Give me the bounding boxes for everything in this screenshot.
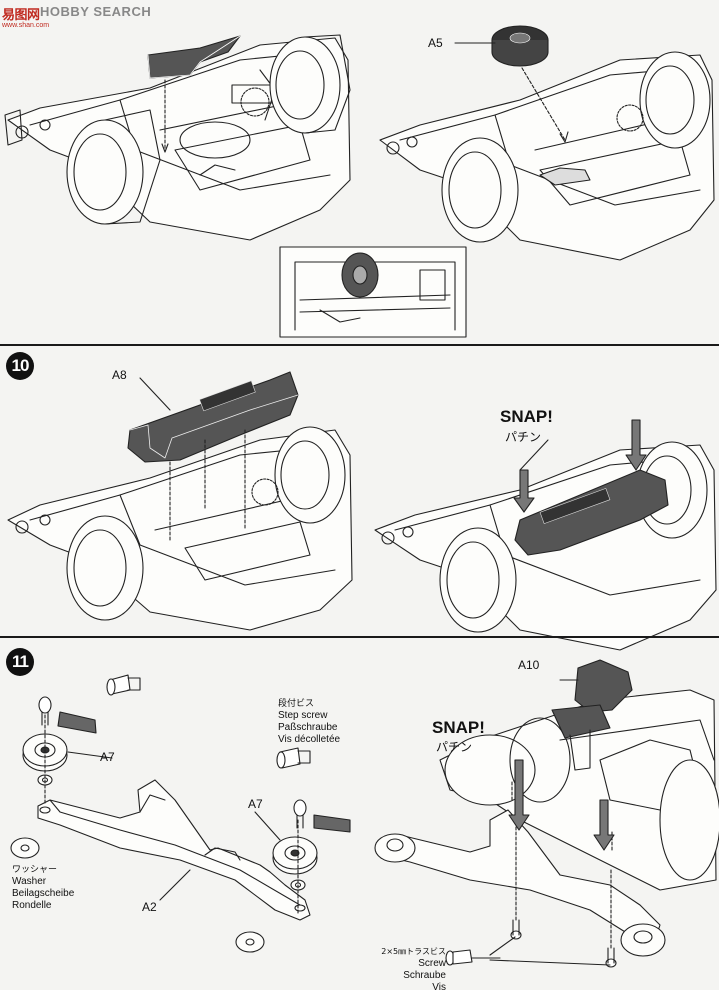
caption-fr: Vis xyxy=(432,982,446,990)
part-label-a2: A2 xyxy=(142,900,157,914)
part-label-a10: A10 xyxy=(518,658,540,672)
snap-label-jp: パチン xyxy=(436,740,473,754)
caption-de: Schraube xyxy=(403,970,446,981)
part-label-a5: A5 xyxy=(428,36,443,50)
caption-en: Washer xyxy=(12,876,47,887)
step10-right-chassis xyxy=(375,420,716,650)
caption-fr: Rondelle xyxy=(12,900,52,911)
watermark-logo: 易图网 xyxy=(2,7,40,22)
caption-jp: 2×5㎜トラスビス xyxy=(381,947,446,956)
watermark-text: HOBBY SEARCH xyxy=(40,4,152,19)
section-divider xyxy=(0,636,719,638)
part-label-a8: A8 xyxy=(112,368,127,382)
inset-detail xyxy=(280,247,466,337)
washer-caption: ワッシャー Washer Beilagscheibe Rondelle xyxy=(12,864,74,912)
caption-en: Step screw xyxy=(278,710,328,721)
caption-fr: Vis décolletée xyxy=(278,734,341,745)
snap-label: SNAP! xyxy=(500,407,553,426)
snap-label: SNAP! xyxy=(432,718,485,737)
caption-de: Beilagscheibe xyxy=(12,888,75,899)
section-divider xyxy=(0,344,719,346)
watermark: 易图网 HOBBY SEARCH www.shan.com xyxy=(0,0,200,34)
step-number: 11 xyxy=(6,648,34,676)
step-number: 10 xyxy=(6,352,34,380)
caption-de: Paßschraube xyxy=(278,722,338,733)
top-right-chassis xyxy=(380,26,714,260)
snap-label-jp: パチン xyxy=(505,430,542,444)
caption-jp: ワッシャー xyxy=(12,865,58,875)
step11-right-assembly xyxy=(375,660,719,967)
part-label-a7: A7 xyxy=(248,797,263,811)
screw-caption: 2×5㎜トラスビス Screw Schraube Vis xyxy=(370,946,446,990)
caption-jp: 段付ビス xyxy=(278,699,315,709)
step10-left-chassis xyxy=(8,372,352,630)
step-screw-caption: 段付ビス Step screw Paßschraube Vis décollet… xyxy=(278,698,340,746)
top-left-chassis xyxy=(5,35,350,240)
part-label-a7: A7 xyxy=(100,750,115,764)
caption-en: Screw xyxy=(418,958,446,969)
watermark-url: www.shan.com xyxy=(2,22,50,29)
step11-left-assembly xyxy=(11,675,350,952)
